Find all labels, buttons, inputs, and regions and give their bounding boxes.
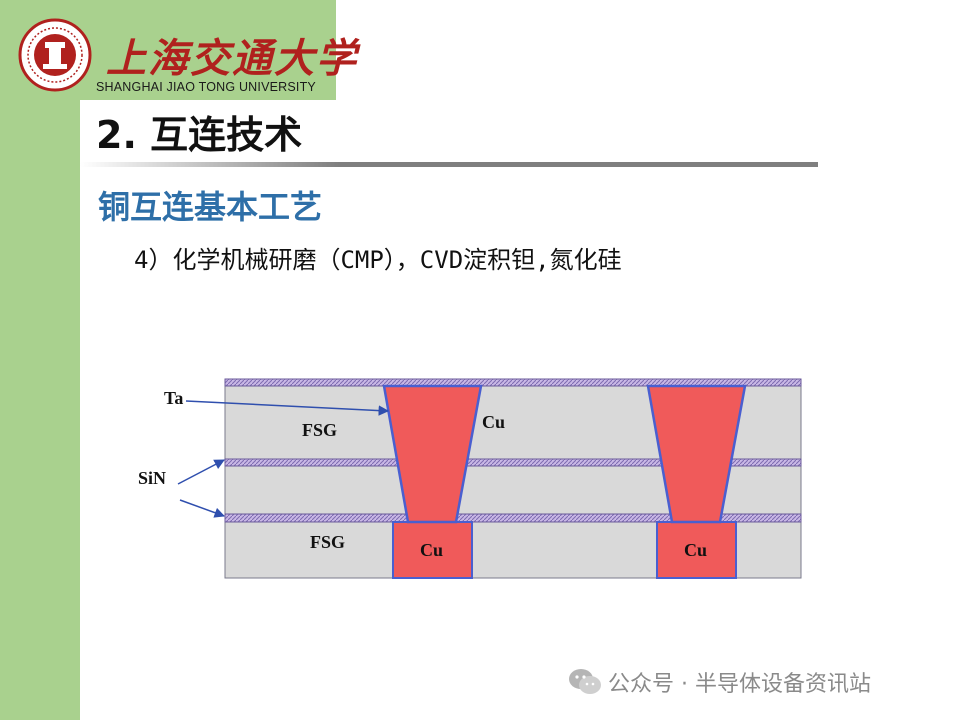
watermark-text: 公众号 · 半导体设备资讯站 — [608, 672, 871, 697]
process-step-text: 4）化学机械研磨（CMP），CVD淀积钽,氮化硅 — [134, 246, 622, 274]
watermark: 公众号 · 半导体设备资讯站 — [568, 664, 871, 700]
title-divider — [80, 162, 818, 167]
sin-top-layer — [224, 378, 802, 387]
slide-subtitle: 铜互连基本工艺 — [98, 188, 323, 226]
label-fsg-lower: FSG — [310, 532, 345, 552]
label-fsg-upper: FSG — [302, 420, 337, 440]
copper-via-left — [382, 384, 483, 524]
slide-title: 2. 互连技术 — [96, 113, 303, 157]
university-logo: 上海交通大学 SHANGHAI JIAO TONG UNIVERSITY — [14, 16, 356, 96]
sin-pointer-arrow-upper — [177, 459, 225, 485]
copper-line-right — [656, 521, 737, 579]
label-ta: Ta — [164, 388, 183, 408]
sin-middle-layer — [224, 458, 802, 467]
label-cu-upper: Cu — [482, 412, 505, 432]
label-cu-lower-right: Cu — [684, 540, 707, 560]
university-seal-icon — [18, 18, 92, 92]
sin-bottom-layer — [224, 513, 802, 523]
label-cu-lower-left: Cu — [420, 540, 443, 560]
university-name-en: SHANGHAI JIAO TONG UNIVERSITY — [96, 80, 316, 94]
label-sin: SiN — [138, 468, 166, 488]
university-name-cn: 上海交通大学 — [106, 35, 358, 82]
wechat-icon — [569, 669, 601, 694]
sin-pointer-arrow-lower — [179, 499, 225, 518]
copper-via-right — [646, 384, 747, 524]
ta-pointer-arrow — [185, 400, 390, 416]
side-bar — [0, 0, 80, 720]
